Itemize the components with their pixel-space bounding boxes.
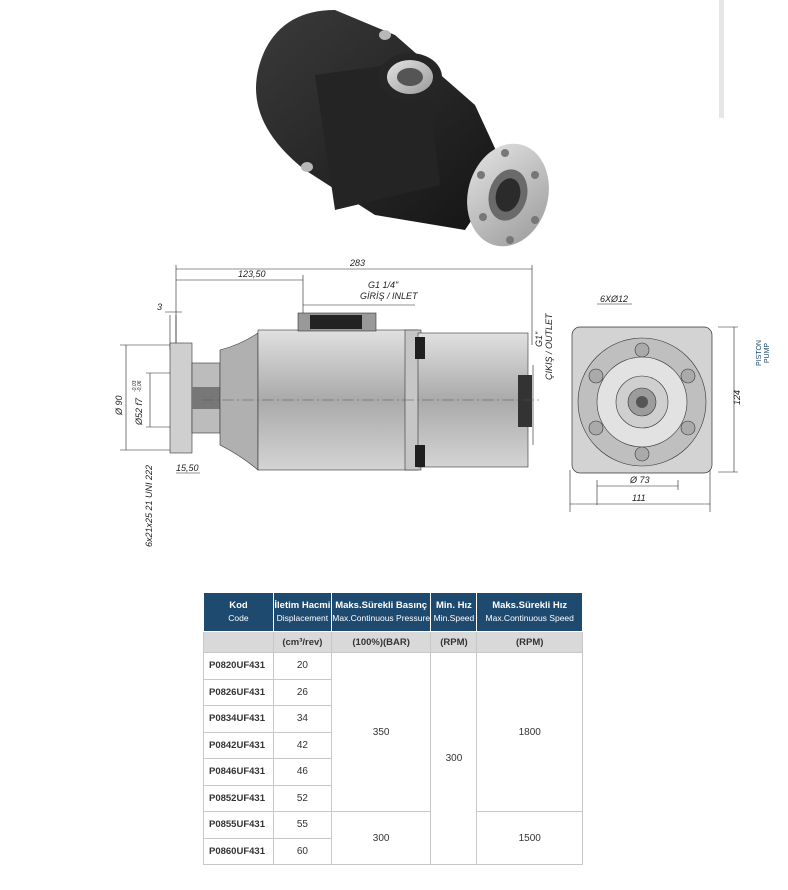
- cell-min-speed: 300: [430, 652, 478, 865]
- cell-code: P0834UF431: [203, 705, 274, 733]
- cell-displacement: 34: [272, 705, 332, 733]
- cell-max-speed: 1500: [476, 811, 583, 865]
- cell-displacement: 52: [272, 784, 332, 812]
- unit-displacement: (cm³/rev): [272, 631, 332, 653]
- dim-inlet-label: GİRİŞ / INLET: [360, 291, 419, 301]
- cell-displacement: 26: [272, 678, 332, 706]
- dim-flange-width: 3: [157, 302, 162, 312]
- front-view-drawing: 6XØ12 124 Ø 73 111: [569, 294, 742, 512]
- cell-max-speed: 1800: [476, 652, 583, 812]
- cell-code: P0820UF431: [203, 652, 274, 680]
- dim-holes: 6XØ12: [600, 294, 628, 304]
- unit-max-speed: (RPM): [476, 631, 583, 653]
- table-row: P0855UF431 55 300 1500: [203, 811, 583, 865]
- table-row: P0846UF431 46: [203, 758, 583, 786]
- cell-displacement: 60: [272, 837, 332, 865]
- side-view-drawing: 283 123,50 G1 1/4" GİRİŞ / INLET 3 15,50…: [114, 258, 554, 547]
- table-row: P0860UF431 60: [203, 837, 583, 865]
- table-row: P0820UF431 20 350 300 1800: [203, 652, 583, 865]
- cell-code: P0846UF431: [203, 758, 274, 786]
- dim-tol-upper: -0,03: [132, 380, 138, 392]
- side-accent-bar: [719, 0, 724, 118]
- table-row: P0834UF431 34: [203, 705, 583, 733]
- section-label: PISTON PUMP: [756, 340, 771, 366]
- cell-code: P0860UF431: [203, 837, 274, 865]
- dim-dia-52: Ø52 f7: [134, 397, 144, 426]
- table-row: P0826UF431 26: [203, 678, 583, 706]
- cell-displacement: 46: [272, 758, 332, 786]
- dim-spline: 6x21x25 21 UNI 222: [144, 465, 154, 547]
- cell-code: P0855UF431: [203, 811, 274, 839]
- cell-pressure: 350: [330, 652, 432, 812]
- unit-pressure: (100%)(BAR): [330, 631, 432, 653]
- dim-outlet-thread: G1": [534, 331, 544, 347]
- dim-dia-90: Ø 90: [114, 395, 124, 416]
- cell-displacement: 42: [272, 731, 332, 759]
- unit-min-speed: (RPM): [430, 631, 478, 653]
- dim-overall-length: 283: [349, 258, 365, 268]
- dim-tol-lower: -0,06: [137, 380, 143, 392]
- dim-inlet-distance: 123,50: [238, 269, 266, 279]
- cell-code: P0852UF431: [203, 784, 274, 812]
- dim-inlet-thread: G1 1/4": [368, 280, 399, 290]
- pump-product-photo: [256, 10, 549, 247]
- dim-outlet-label: ÇIKIŞ / OUTLET: [544, 312, 554, 380]
- cell-displacement: 55: [272, 811, 332, 839]
- dim-width: 111: [632, 493, 646, 503]
- units-row: (cm³/rev) (100%)(BAR) (RPM) (RPM): [203, 631, 583, 653]
- dim-shaft-offset: 15,50: [176, 463, 199, 473]
- cell-pressure: 300: [330, 811, 432, 865]
- cell-code: P0842UF431: [203, 731, 274, 759]
- cell-code: P0826UF431: [203, 678, 274, 706]
- dim-dia-73: Ø 73: [629, 475, 650, 485]
- cell-displacement: 20: [272, 652, 332, 680]
- dim-height: 124: [732, 390, 742, 405]
- unit-code: [203, 631, 274, 653]
